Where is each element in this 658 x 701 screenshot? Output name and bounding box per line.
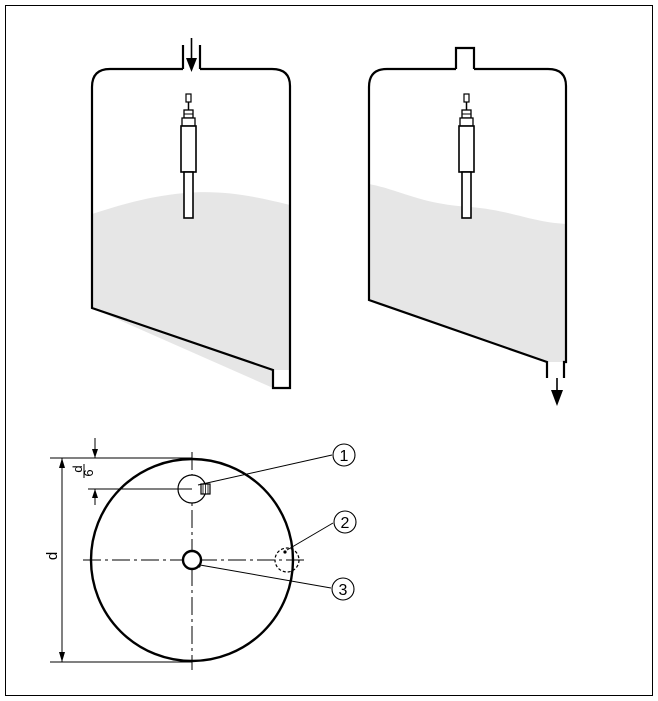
position-2-point <box>283 550 287 554</box>
callout-3-leader <box>199 564 332 589</box>
callout-3-number: 3 <box>339 582 348 599</box>
top-view: 1 2 3 d d 6 <box>44 438 357 670</box>
callout-1: 1 <box>332 443 356 467</box>
inlet-arrow-icon <box>186 38 197 72</box>
right-tank-liquid <box>369 184 566 362</box>
offset-label-numerator: d <box>70 465 85 472</box>
right-tank <box>367 46 568 406</box>
position-3-circle <box>181 549 203 571</box>
left-tank <box>90 38 292 390</box>
right-top-nozzle <box>454 46 476 69</box>
offset-dimension: d 6 <box>70 438 192 505</box>
left-tank-outline <box>90 67 292 390</box>
callout-1-number: 1 <box>340 448 349 465</box>
position-1-sensor-icon <box>200 483 211 495</box>
callout-1-leader <box>197 454 333 486</box>
callout-2-number: 2 <box>341 515 350 532</box>
outlet-arrow-icon <box>551 378 563 406</box>
callout-2-leader <box>286 522 334 551</box>
position-3-point <box>197 564 201 568</box>
right-sensor-icon <box>458 93 475 219</box>
figure-border <box>5 5 653 696</box>
callout-3: 3 <box>331 577 355 601</box>
diameter-label: d <box>44 552 61 560</box>
right-tank-outline <box>367 67 568 378</box>
left-tank-liquid <box>92 192 290 388</box>
callout-2: 2 <box>333 510 357 534</box>
offset-label-denominator: 6 <box>81 469 96 476</box>
left-sensor-icon <box>180 93 197 219</box>
position-2-circle <box>274 547 300 573</box>
diameter-dimension: d <box>44 457 192 663</box>
